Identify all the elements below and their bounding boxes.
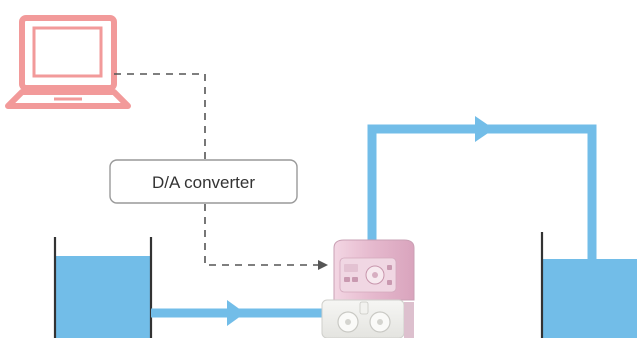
pump-button-2 [352, 277, 358, 282]
source-tank-water [56, 256, 150, 338]
da-converter-box [109, 159, 298, 204]
signal-arrowhead [318, 260, 328, 270]
pump-head-side [404, 302, 414, 338]
da-converter: D/A converter [109, 159, 298, 204]
pump-button-1 [344, 277, 350, 282]
pump-tube-connector [359, 301, 369, 315]
pump-dial-center [372, 272, 378, 278]
signal-line [114, 73, 328, 270]
source-tank [53, 237, 153, 338]
laptop-base [5, 89, 131, 109]
laptop-screen [19, 15, 117, 91]
da-converter-label: D/A converter [152, 173, 255, 192]
pipes [151, 116, 597, 326]
pump-button-3 [387, 265, 392, 270]
signal-line-lower [204, 204, 318, 266]
pump-display [344, 264, 358, 272]
pump-button-4 [387, 280, 392, 285]
target-tank [540, 232, 637, 338]
signal-line-upper [114, 73, 206, 160]
inlet-flow-arrow [227, 300, 245, 326]
outlet-flow-arrow [475, 116, 494, 142]
peristaltic-pump-icon [321, 239, 415, 338]
laptop-screen-inner [32, 26, 103, 78]
target-tank-water [543, 259, 637, 338]
pump-rotor-hub [345, 319, 351, 325]
pump-rotor-hub-2 [377, 319, 383, 325]
laptop-icon [5, 15, 131, 109]
